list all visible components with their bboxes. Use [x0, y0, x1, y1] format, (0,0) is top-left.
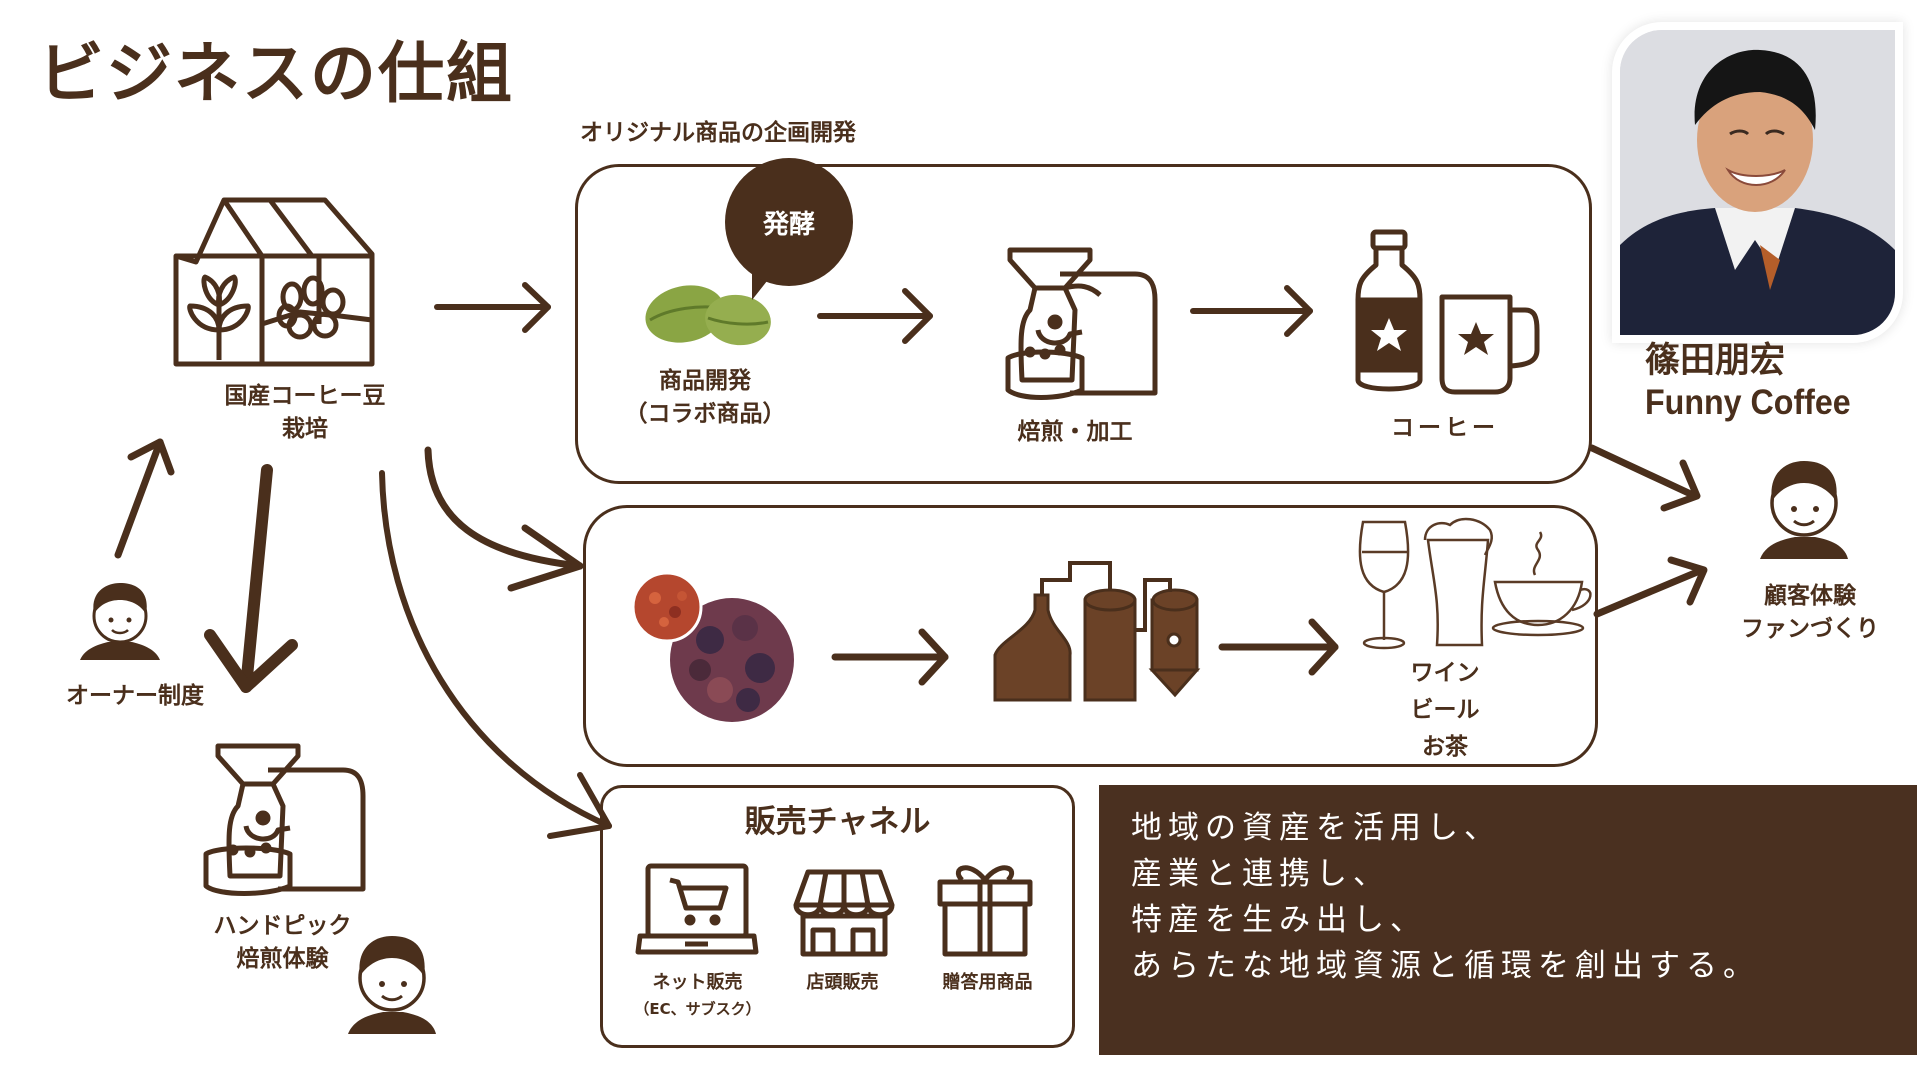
coffee-flow-box [575, 164, 1592, 484]
bottle-and-mug-icon [1355, 229, 1540, 395]
gift-icon [937, 865, 1033, 957]
arrow-coffee-to-customer [1588, 444, 1701, 512]
channel-store-label: 店頭販売 [806, 972, 879, 993]
laptop-cart-icon [635, 863, 759, 955]
arrow-cultivation-to-handpick [204, 464, 298, 693]
profile-brand: Funny Coffee [1645, 383, 1851, 422]
arrow-beans-to-roast [817, 288, 933, 344]
customer-person-icon [1760, 461, 1848, 559]
arrow-beverage-to-customer [1593, 556, 1708, 618]
handpick-person-icon [348, 936, 436, 1034]
beverage-flow-box [583, 505, 1598, 767]
product-dev-label: 商品開発 （コラボ商品） [624, 368, 786, 428]
wine-beer-tea-icon [1358, 517, 1592, 650]
handpick-roaster-icon [203, 743, 366, 896]
owner-label: オーナー制度 [66, 683, 204, 709]
owner-person-icon [80, 583, 160, 660]
roaster-icon [1005, 247, 1158, 400]
arrow-fruit-to-brewery [831, 628, 949, 686]
green-coffee-beans-image [645, 285, 771, 346]
drinks-label: ワイン ビール お茶 [1410, 660, 1480, 760]
fermentation-bubble: 発酵 [725, 158, 853, 286]
greenhouse-icon [173, 197, 375, 367]
coffee-cherry-photo [631, 571, 794, 722]
person-photo-illustration [1620, 30, 1895, 335]
roast-label: 焙煎・加工 [1017, 419, 1133, 445]
profile-name: 篠田朋宏 [1645, 341, 1786, 381]
arrow-cultivation-to-sales [379, 470, 612, 839]
channel-gift-label: 贈答用商品 [942, 972, 1033, 993]
arrow-brewery-to-drinks [1218, 618, 1339, 676]
arrow-owner-to-cultivation [114, 438, 175, 559]
profile-photo [1620, 30, 1895, 335]
handpick-label: ハンドピック 焙煎体験 [213, 913, 352, 973]
cultivation-label: 国産コーヒー豆 栽培 [224, 383, 386, 443]
coffee-label: コーヒー [1391, 415, 1499, 441]
storefront-icon [793, 869, 895, 957]
customer-label: 顧客体験 ファンづくり [1741, 583, 1879, 643]
arrow-roast-to-coffee [1190, 285, 1313, 337]
arrow-to-coffee-box [434, 282, 551, 333]
brewery-distillery-icon [993, 561, 1201, 702]
sales-channel-box [600, 785, 1075, 1048]
arrow-cultivation-to-beverage-box [424, 446, 584, 592]
section-label-original-products: オリジナル商品の企画開発 [580, 120, 856, 146]
channel-online-label: ネット販売 （EC、サブスク） [634, 972, 761, 1018]
sales-channel-title: 販売チャネル [744, 804, 931, 840]
mission-statement: 地域の資産を活用し、 産業と連携し、 特産を生み出し、 あらたな地域資源と循環を… [1099, 785, 1917, 1055]
page-title: ビジネスの仕組 [38, 35, 514, 112]
